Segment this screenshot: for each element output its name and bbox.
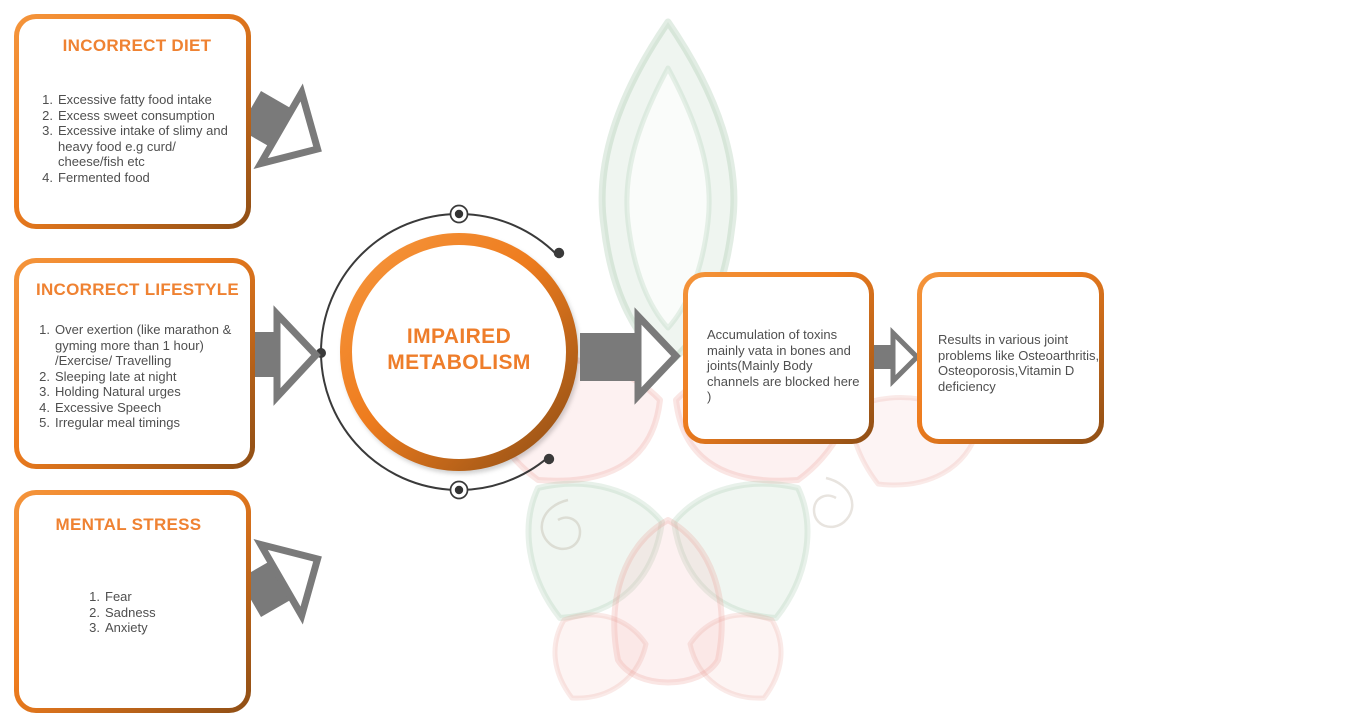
list-item-text: Excess sweet consumption [58, 107, 215, 123]
watermark-petal [552, 612, 649, 701]
list-item-text: Anxiety [105, 620, 148, 635]
list-item: 4. Excessive Speech [33, 400, 242, 416]
result-box-body: Results in various joint problems like O… [922, 277, 1099, 439]
list-item: 2. Excess sweet consumption [36, 108, 238, 124]
cause-box-body: MENTAL STRESS 1. Fear 2. Sadness 3. [19, 495, 246, 708]
list-item: 4. Fermented food [36, 170, 238, 186]
list-item-number: 1. [39, 322, 50, 337]
cause-list: 1. Fear 2. Sadness 3. Anxiety [19, 589, 238, 636]
result-arrow [869, 326, 921, 388]
watermark-petal [687, 612, 784, 701]
list-item-number: 2. [42, 107, 53, 123]
diet-arrow [238, 83, 322, 169]
list-item-number: 3. [89, 620, 100, 635]
result-box-joint-problems: Results in various joint problems like O… [917, 272, 1104, 444]
orbit-marker-top [449, 204, 469, 224]
orbit-endpoint-dot [543, 453, 555, 465]
orbit-marker-bottom [449, 480, 469, 500]
cause-list: 1. Excessive fatty food intake 2. Excess… [36, 92, 238, 185]
cause-box-title: MENTAL STRESS [55, 515, 202, 534]
list-item: 1. Over exertion (like marathon & gyming… [33, 322, 242, 369]
list-item: 3. Holding Natural urges [33, 384, 242, 400]
list-item-number: 3. [39, 384, 50, 399]
cause-box-incorrect-lifestyle: INCORRECT LIFESTYLE 1. Over exertion (li… [14, 258, 255, 469]
list-item-text: Holding Natural urges [55, 384, 181, 399]
list-item: 3. Excessive intake of slimy and heavy f… [36, 123, 238, 170]
list-item-number: 4. [42, 169, 53, 185]
list-item: 5. Irregular meal timings [33, 415, 242, 431]
list-item-text: Irregular meal timings [55, 415, 180, 430]
cause-box-mental-stress: MENTAL STRESS 1. Fear 2. Sadness 3. [14, 490, 251, 713]
list-item-text: Excessive Speech [55, 399, 162, 415]
list-item-text: Sleeping late at night [55, 368, 177, 384]
list-item-text: Fear [105, 589, 132, 604]
list-item-text: Over exertion (like marathon & gyming mo… [55, 322, 232, 368]
watermark-petal [671, 480, 811, 621]
watermark-petal [611, 517, 725, 686]
lifestyle-arrow [250, 305, 321, 406]
cause-box-body: INCORRECT DIET 1. Excessive fatty food i… [19, 19, 246, 224]
orbit-endpoint-dot [553, 247, 565, 259]
cause-box-title: INCORRECT DIET [62, 36, 212, 55]
result-box-text: Results in various joint problems like O… [938, 332, 1099, 394]
list-item-number: 1. [42, 92, 53, 107]
cause-list: 1. Over exertion (like marathon & gyming… [33, 322, 242, 431]
list-item: 1. Fear [83, 589, 238, 605]
cause-box-body: INCORRECT LIFESTYLE 1. Over exertion (li… [19, 263, 250, 464]
list-item-text: Excessive fatty food intake [58, 92, 212, 107]
watermark-spiral [812, 476, 854, 529]
list-item: 3. Anxiety [83, 620, 238, 636]
watermark-petal [525, 480, 665, 621]
result-box-body: Accumulation of toxins mainly vata in bo… [688, 277, 869, 439]
list-item-text: Excessive intake of slimy and heavy food… [58, 123, 228, 169]
stress-arrow [238, 539, 322, 625]
list-item-number: 4. [39, 399, 50, 415]
list-item-number: 2. [39, 368, 50, 384]
cause-box-title: INCORRECT LIFESTYLE [35, 280, 240, 299]
list-item-number: 3. [42, 123, 53, 138]
list-item: 2. Sadness [83, 605, 238, 621]
list-item-text: Fermented food [58, 169, 150, 185]
watermark-spiral [540, 498, 582, 551]
cause-box-incorrect-diet: INCORRECT DIET 1. Excessive fatty food i… [14, 14, 251, 229]
decorative-orbit [316, 204, 565, 500]
list-item: 1. Excessive fatty food intake [36, 92, 238, 108]
list-item-number: 5. [39, 415, 50, 430]
center-node-label: IMPAIRED METABOLISM [349, 324, 569, 376]
list-item-number: 2. [89, 604, 100, 620]
center-node-line1: IMPAIRED [406, 325, 512, 348]
center-node-line2: METABOLISM [387, 351, 531, 374]
list-item-number: 1. [89, 589, 100, 604]
result-box-toxin-accumulation: Accumulation of toxins mainly vata in bo… [683, 272, 874, 444]
impaired-metabolism-circle [340, 233, 578, 471]
list-item: 2. Sleeping late at night [33, 369, 242, 385]
watermark-bud-inner [624, 65, 712, 331]
result-box-text: Accumulation of toxins mainly vata in bo… [707, 327, 860, 404]
list-item-text: Sadness [105, 604, 156, 620]
main-flow-arrow [580, 307, 681, 405]
